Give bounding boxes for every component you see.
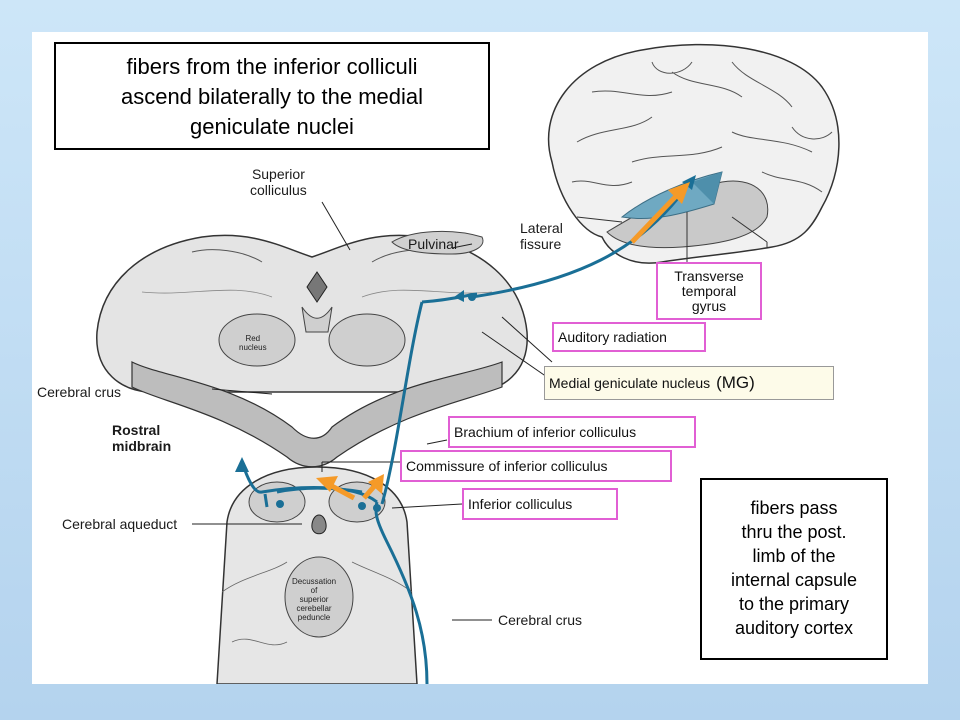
side-text-line-5: to the primary — [738, 594, 850, 614]
medial-geniculate-text: Medial geniculate nucleus — [549, 375, 711, 391]
side-text-line-2: thru the post. — [741, 522, 847, 542]
callout-inferior-colliculus: Inferior colliculus — [462, 488, 618, 520]
label-lateral-fissure: Lateral fissure — [520, 220, 563, 252]
callout-transverse-temporal-gyrus: Transverse temporal gyrus — [656, 262, 762, 320]
label-cerebral-aqueduct: Cerebral aqueduct — [62, 516, 178, 532]
label-superior-colliculus: Superior colliculus — [250, 166, 307, 198]
label-cerebral-crus-bottom: Cerebral crus — [498, 612, 583, 628]
label-red-nucleus: Red nucleus — [239, 334, 267, 352]
top-text-line-1: fibers from the inferior colliculi — [126, 54, 418, 79]
rostral-midbrain-section — [96, 230, 528, 468]
callout-brachium: Brachium of inferior colliculus — [448, 416, 696, 448]
side-text-box: fibers pass thru the post. limb of the i… — [700, 478, 888, 660]
side-text-line-6: auditory cortex — [734, 618, 854, 638]
mg-abbrev: (MG) — [716, 373, 755, 392]
auditory-pathway — [240, 181, 692, 684]
label-rostral-midbrain: Rostral midbrain — [112, 422, 172, 454]
callout-auditory-radiation: Auditory radiation — [552, 322, 706, 352]
brain-drawing — [547, 43, 840, 264]
leader-lines — [192, 201, 553, 621]
side-text-line-3: limb of the — [752, 546, 836, 566]
side-text-line-1: fibers pass — [750, 498, 838, 518]
side-text-line-4: internal capsule — [730, 570, 858, 590]
figure-panel: Superior colliculus Pulvinar Lateral fis… — [32, 32, 928, 684]
caudal-midbrain-section — [216, 466, 418, 684]
callout-medial-geniculate: Medial geniculate nucleus (MG) — [544, 366, 834, 400]
top-text-line-3: geniculate nuclei — [190, 114, 354, 139]
label-decussation: Decussation of superior cerebellar pedun… — [292, 577, 337, 622]
label-cerebral-crus-left: Cerebral crus — [37, 384, 122, 400]
anatomy-illustration — [96, 43, 840, 684]
top-text-box: fibers from the inferior colliculi ascen… — [54, 42, 490, 150]
orange-arrows — [316, 182, 690, 501]
label-pulvinar: Pulvinar — [408, 236, 459, 252]
top-text-line-2: ascend bilaterally to the medial — [120, 84, 424, 109]
callout-commissure: Commissure of inferior colliculus — [400, 450, 672, 482]
